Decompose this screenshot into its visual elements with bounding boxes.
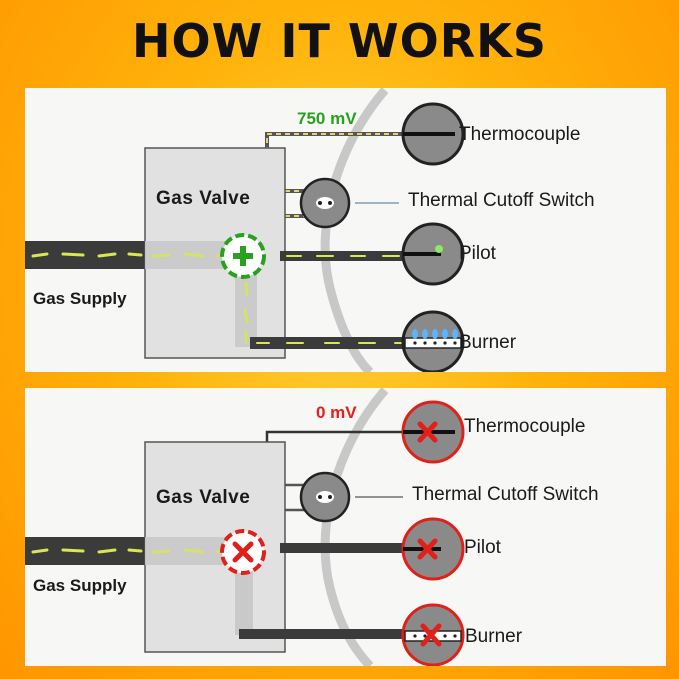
thermocouple-icon [401,102,465,166]
valve-closed-x-icon [220,529,266,575]
pilot-icon [401,222,465,286]
working-diagram [25,88,465,372]
thermal-cutoff-switch-label: Thermal Cutoff Switch [412,484,599,505]
pilot-label: Pilot [459,243,496,264]
background-arc [320,388,389,666]
page-title: HOW IT WORKS [132,14,547,68]
thermocouple-label: Thermocouple [459,124,581,145]
pilot-label: Pilot [464,537,501,558]
thermocouple-label: Thermocouple [464,416,586,437]
working-state-panel: 750 mV Gas Valve Gas Supply Thermocouple… [25,88,666,372]
burner-label: Burner [465,626,523,647]
burner-icon [401,310,465,372]
thermal-cutoff-switch-icon [299,471,403,523]
background-arc [320,88,389,372]
burner-fault-icon [401,603,465,666]
thermal-cutoff-switch-label: Thermal Cutoff Switch [408,190,595,211]
fault-state-panel: 0 mV Gas Valve Gas Supply Thermocouple T… [25,388,666,666]
pilot-fault-icon [401,517,465,581]
voltage-label: 750 mV [297,109,357,128]
thermocouple-fault-icon [401,400,465,464]
valve-open-plus-icon [220,233,266,279]
burner-pipe [250,337,432,349]
pilot-pipe [280,543,432,553]
fault-diagram [25,388,465,666]
gas-valve-label: Gas Valve [156,487,251,508]
burner-label: Burner [459,332,517,353]
gas-supply-label: Gas Supply [33,289,127,308]
gas-supply-label: Gas Supply [33,576,127,595]
gas-valve-label: Gas Valve [156,188,251,209]
thermal-cutoff-switch-icon [299,177,399,229]
burner-pipe [239,629,431,639]
voltage-label: 0 mV [316,403,357,422]
